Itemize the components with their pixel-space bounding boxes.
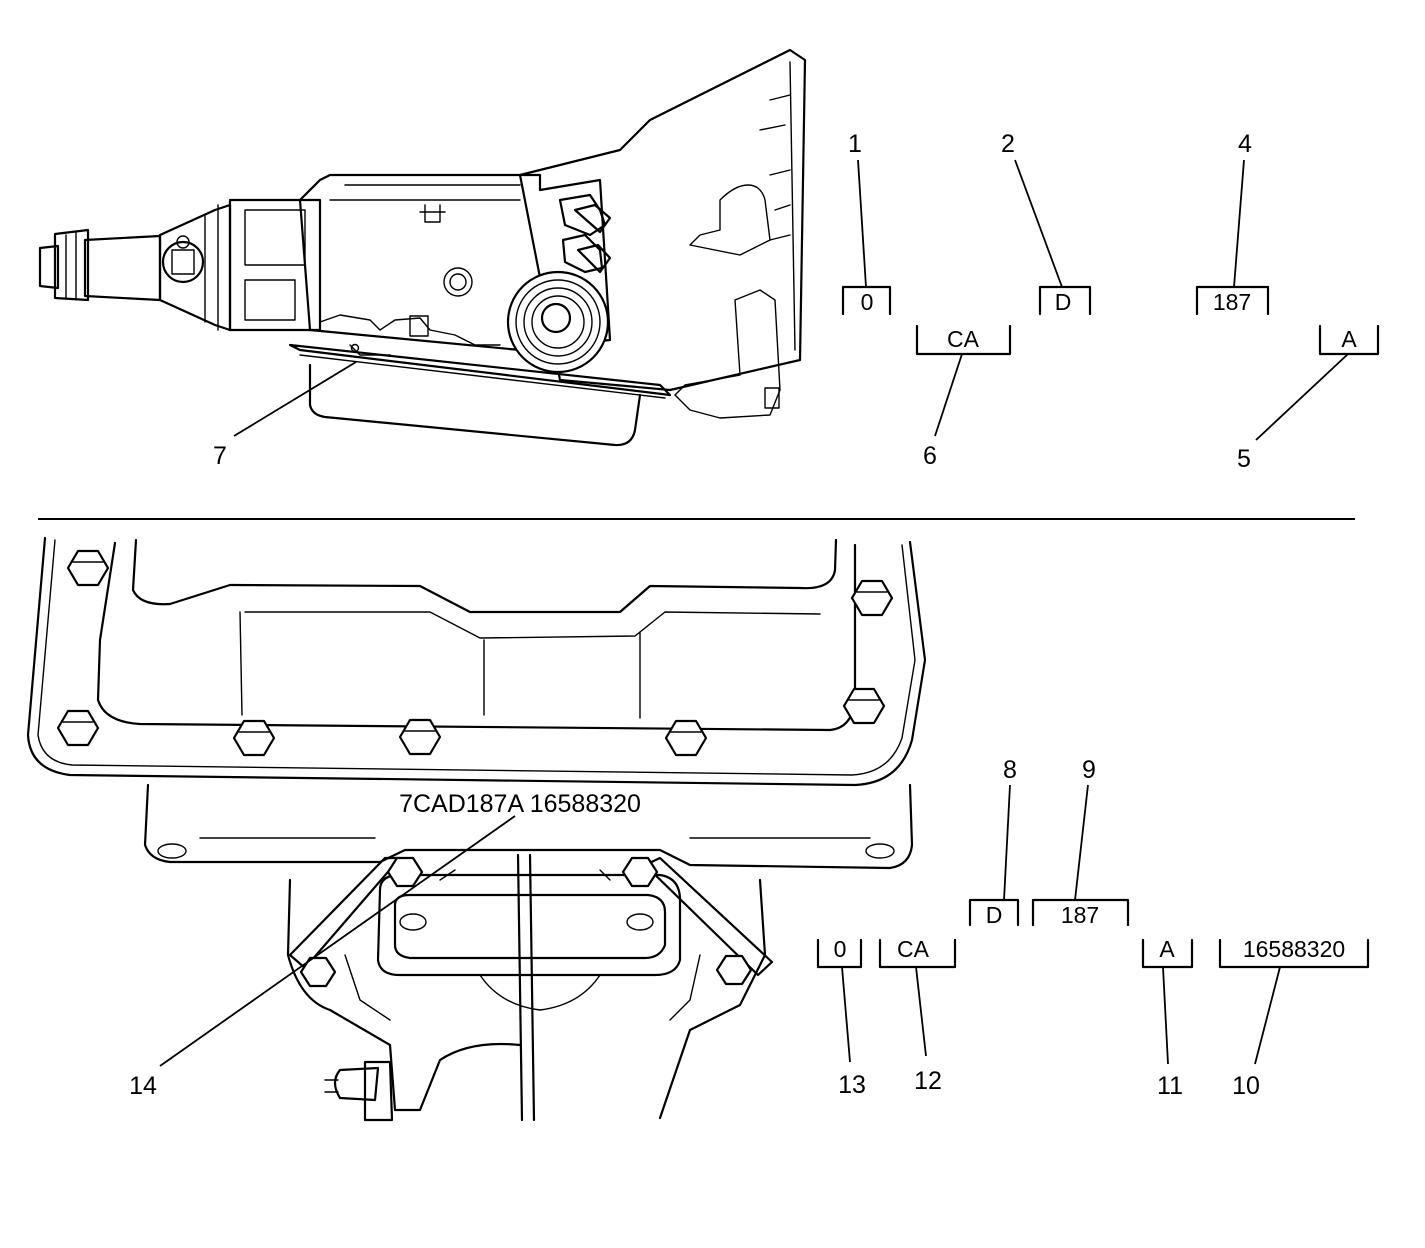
oil-pan-bottom-view: 7CAD187A 16588320 xyxy=(26,536,927,1122)
callout-8: 8 xyxy=(1003,756,1017,784)
code-letter-d-bottom: D xyxy=(986,902,1003,928)
bottom-code-group: D 187 0 CA A 16588320 8 9 13 12 11 10 14 xyxy=(129,756,1370,1100)
code-part-number: 16588320 xyxy=(1243,936,1345,962)
code-letter-a: A xyxy=(1341,326,1357,352)
callout-4: 4 xyxy=(1238,130,1252,158)
callout-11: 11 xyxy=(1157,1072,1183,1100)
callout-13: 13 xyxy=(838,1071,866,1099)
callout-7: 7 xyxy=(213,442,227,470)
transmission-side-view xyxy=(38,48,807,447)
callout-9: 9 xyxy=(1082,756,1096,784)
code-number-187-bottom: 187 xyxy=(1061,902,1099,928)
code-digit-0-bottom: 0 xyxy=(834,936,847,962)
code-letters-ca-bottom: CA xyxy=(897,936,930,962)
callout-5: 5 xyxy=(1237,445,1251,473)
callout-6: 6 xyxy=(923,442,937,470)
pan-bolt-group xyxy=(56,549,894,757)
code-letter-a-bottom: A xyxy=(1159,936,1175,962)
code-number-187: 187 xyxy=(1213,289,1251,315)
top-code-group: 0 D 187 CA A 1 2 4 6 5 7 xyxy=(213,130,1380,473)
code-letter-d: D xyxy=(1055,289,1072,315)
code-letters-ca: CA xyxy=(947,326,980,352)
callout-10: 10 xyxy=(1232,1072,1260,1100)
callout-14: 14 xyxy=(129,1072,157,1100)
pan-id-stamp: 7CAD187A 16588320 xyxy=(399,790,641,818)
callout-2: 2 xyxy=(1001,130,1015,158)
callout-12: 12 xyxy=(914,1067,942,1095)
code-digit-0: 0 xyxy=(861,289,874,315)
callout-1: 1 xyxy=(848,130,862,158)
